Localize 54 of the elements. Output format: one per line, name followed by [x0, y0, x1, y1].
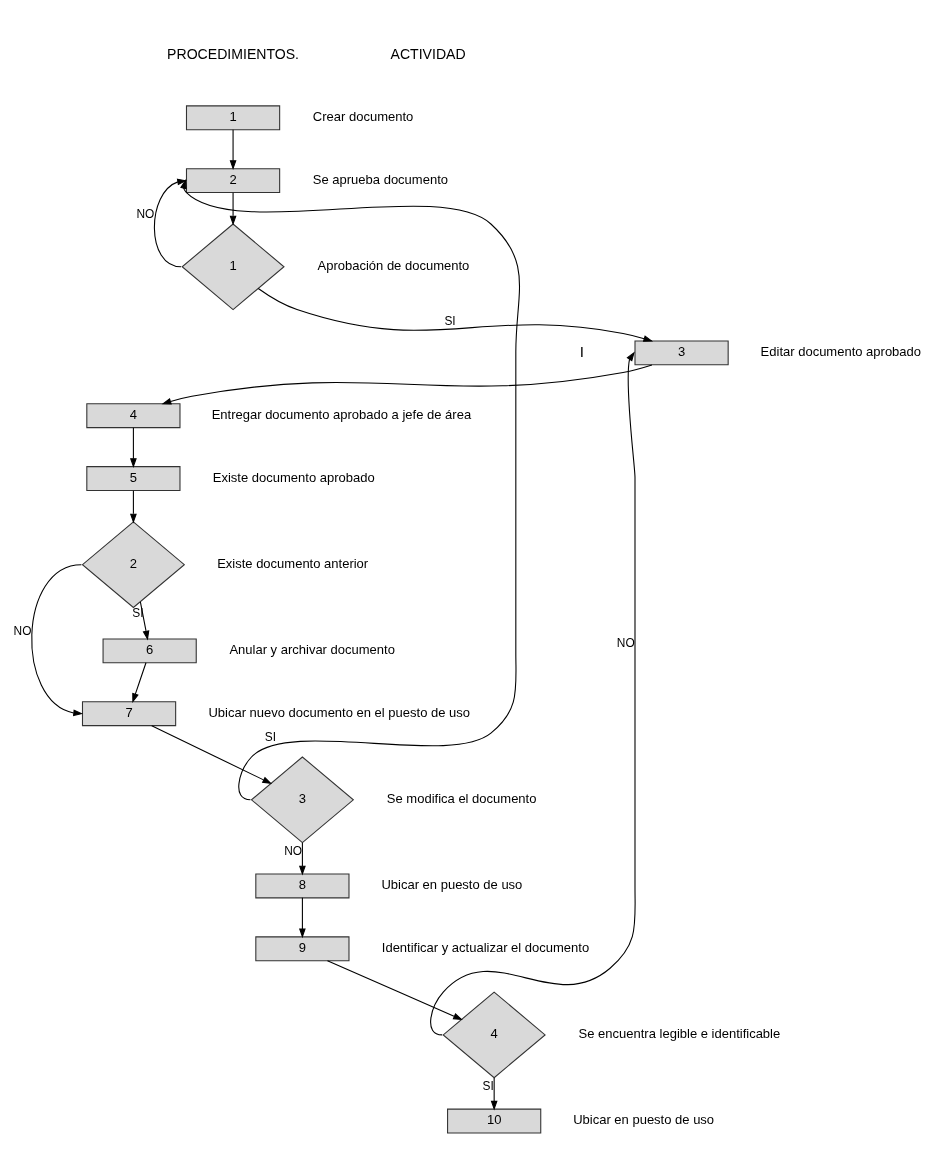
node-label: Identificar y actualizar el documento	[381, 940, 589, 956]
node-box: 1	[185, 105, 280, 131]
node-label: Ubicar nuevo documento en el puesto de uso	[207, 705, 470, 721]
arrow	[429, 351, 636, 1036]
arrow	[131, 662, 146, 703]
arrow	[30, 564, 83, 717]
edge-label: NO	[283, 843, 302, 858]
node-label: Se modifica el documento	[386, 791, 536, 807]
node-label: Existe documento aprobado	[212, 469, 375, 485]
node-box: 5	[85, 466, 181, 492]
arrow	[229, 192, 236, 226]
node-box: 2	[185, 168, 280, 194]
node-label: Se encuentra legible e identificable	[578, 1026, 780, 1042]
node-diamond: 2	[81, 521, 185, 609]
node-label: Crear documento	[312, 109, 413, 125]
node-diamond: 1	[180, 223, 285, 311]
label: ACTIVIDAD	[390, 45, 466, 62]
arrow	[229, 129, 236, 171]
node-box: 7	[81, 701, 176, 727]
arrow	[161, 364, 652, 405]
edge-label: SI	[264, 730, 276, 745]
node-box: 4	[85, 403, 181, 429]
node-diamond: 4	[441, 991, 546, 1079]
edge-label: NO	[13, 624, 31, 639]
label: I	[579, 342, 584, 360]
node-box: 3	[633, 340, 729, 366]
label: PROCEDIMIENTOS.	[166, 45, 299, 62]
arrow	[179, 179, 520, 801]
node-label: Aprobación de documento	[317, 258, 469, 274]
node-diamond: 3	[250, 756, 354, 844]
node-label: Ubicar en puesto de uso	[380, 877, 522, 893]
arrow	[326, 960, 463, 1021]
node-box: 6	[102, 638, 197, 664]
node-label: Entregar documento aprobado a jefe de área	[211, 407, 471, 423]
node-label: Anular y archivar documento	[228, 642, 395, 658]
node-label: Editar documento aprobado	[760, 344, 921, 360]
arrow	[298, 842, 306, 876]
edge-label: SI	[482, 1079, 494, 1094]
arrow	[153, 178, 187, 268]
arrow	[298, 897, 306, 939]
node-box: 8	[254, 873, 350, 899]
node-box: 9	[254, 936, 350, 962]
arrow	[129, 490, 137, 524]
arrow	[257, 288, 653, 342]
node-label: Ubicar en puesto de uso	[572, 1112, 714, 1128]
arrow	[139, 601, 149, 641]
node-label: Existe documento anterior	[216, 556, 368, 572]
arrow	[129, 427, 137, 468]
arrow	[490, 1077, 498, 1111]
edge-label: NO	[135, 207, 154, 222]
node-label: Se aprueba documento	[312, 172, 448, 188]
arrow	[150, 725, 272, 785]
node-box: 10	[446, 1108, 541, 1134]
edge-label: SI	[443, 314, 456, 329]
